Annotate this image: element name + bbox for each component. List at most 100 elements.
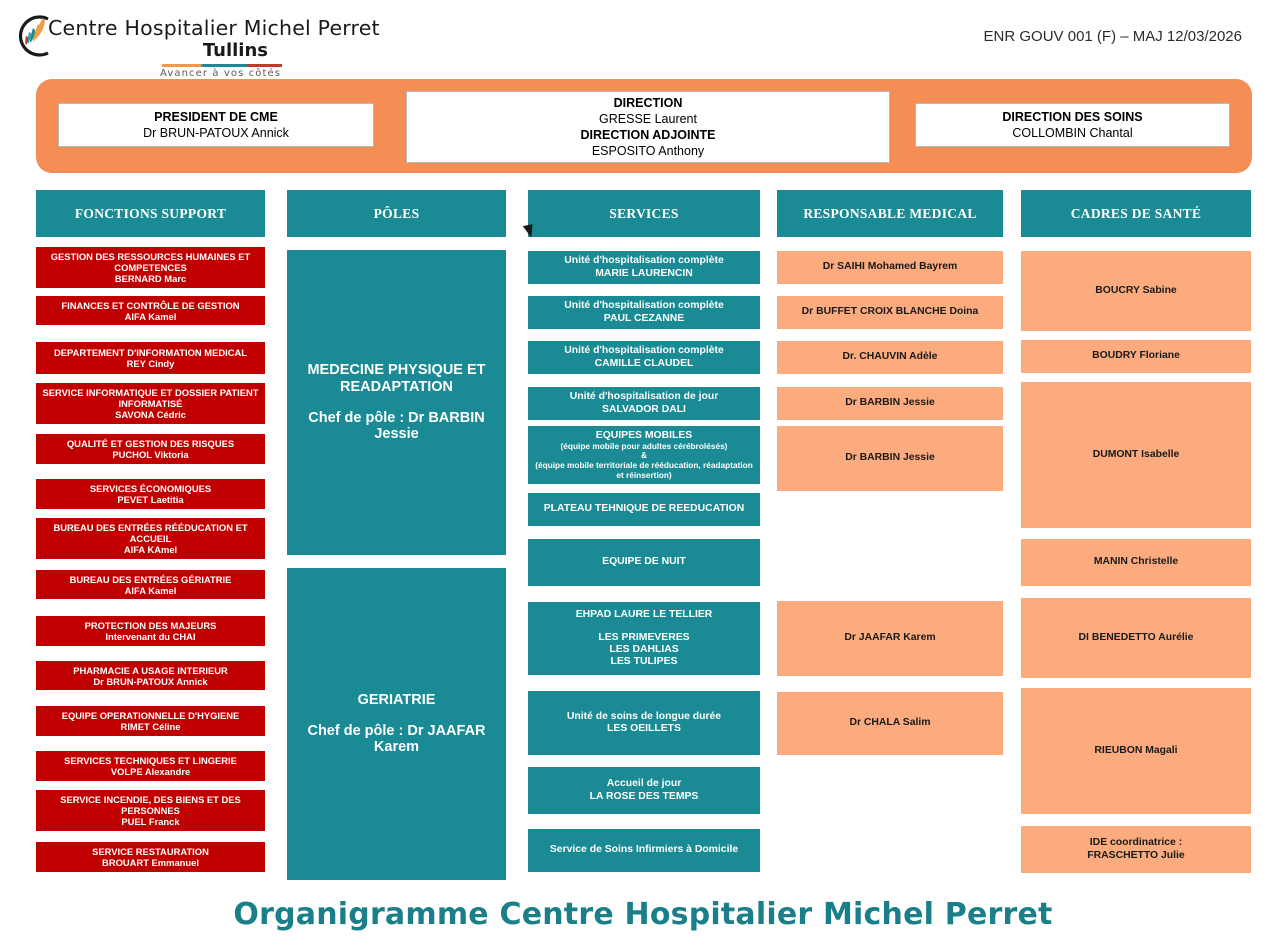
logo-flame-icon (18, 15, 49, 57)
responsable-name: Dr SAIHI Mohamed Bayrem (822, 261, 958, 273)
support-item-title: EQUIPE OPERATIONNELLE D'HYGIENE (61, 710, 240, 721)
service-line-2: CAMILLE CLAUDEL (594, 357, 694, 369)
support-item-name: AIFA Kamel (124, 584, 177, 596)
responsable-item: Dr. CHAUVIN Adèle (777, 341, 1003, 374)
cadre-name: DI BENEDETTO Aurélie (1078, 631, 1194, 643)
cadre-item: DI BENEDETTO Aurélie (1021, 598, 1251, 678)
service-line-1: EHPAD LAURE LE TELLIER (575, 608, 713, 620)
logo-tagline: Avancer à vos côtés (160, 68, 282, 79)
service-line-1: Unité de soins de longue durée (566, 710, 722, 722)
service-line-4: LES TULIPES (610, 656, 678, 668)
president-cme-box: PRESIDENT DE CME Dr BRUN-PATOUX Annick (58, 103, 374, 147)
cadre-item: RIEUBON Magali (1021, 688, 1251, 814)
responsable-item: Dr JAAFAR Karem (777, 601, 1003, 676)
cadre-name: RIEUBON Magali (1094, 744, 1178, 756)
responsable-name: Dr CHALA Salim (849, 717, 931, 729)
logo-title-line2: Tullins (202, 40, 268, 61)
poles-list: MEDECINE PHYSIQUE ET READAPTATION Chef de… (287, 245, 506, 880)
direction-name: GRESSE Laurent (599, 112, 697, 126)
support-item-name: PUCHOL Viktoria (112, 449, 189, 460)
responsable-item: Dr BARBIN Jessie (777, 426, 1003, 491)
support-item-title: SERVICE INFORMATIQUE ET DOSSIER PATIENT … (42, 387, 259, 409)
column-header-services: SERVICES (528, 190, 760, 237)
cadre-item: BOUCRY Sabine (1021, 251, 1251, 331)
column-header-fonctions-support: FONCTIONS SUPPORT (36, 190, 265, 237)
cadre-role: IDE coordinatrice : (1089, 837, 1183, 849)
support-item-title: BUREAU DES ENTRÉES GÉRIATRIE (69, 573, 232, 585)
service-detail-3: (équipe mobile territoriale de rééducati… (535, 460, 753, 480)
cadre-item: IDE coordinatrice :FRASCHETTO Julie (1021, 826, 1251, 873)
responsable-name: Dr BUFFET CROIX BLANCHE Doina (801, 306, 979, 318)
cadre-item: MANIN Christelle (1021, 539, 1251, 586)
document-reference: ENR GOUV 001 (F) – MAJ 12/03/2026 (983, 28, 1242, 45)
service-line-2: PAUL CEZANNE (603, 312, 685, 324)
responsable-name: Dr JAAFAR Karem (844, 632, 936, 644)
page-header: Centre Hospitalier Michel Perret Tullins… (0, 0, 1286, 79)
responsable-medical-list: Dr SAIHI Mohamed Bayrem Dr BUFFET CROIX B… (777, 245, 1003, 755)
service-item: EQUIPE DE NUIT (528, 539, 760, 586)
service-line-2: LES OEILLETS (607, 723, 681, 734)
cadre-name: BOUDRY Floriane (1092, 350, 1180, 362)
cadre-name: FRASCHETTO Julie (1087, 849, 1185, 861)
service-line-1: Unité d'hospitalisation complète (564, 345, 724, 357)
pole-title: GERIATRIE (357, 691, 436, 708)
support-item-title: PHARMACIE A USAGE INTERIEUR (73, 664, 228, 676)
support-item-name: VOLPE Alexandre (110, 766, 191, 777)
column-responsable-medical: RESPONSABLE MEDICAL Dr SAIHI Mohamed Bay… (777, 190, 1003, 755)
support-item-name: Dr BRUN-PATOUX Annick (93, 675, 208, 687)
column-services: SERVICES Unité d'hospitalisation complèt… (528, 190, 760, 872)
president-cme-title: PRESIDENT DE CME (154, 110, 278, 124)
column-poles: PÔLES MEDECINE PHYSIQUE ET READAPTATION C… (287, 190, 506, 880)
cadre-item: BOUDRY Floriane (1021, 340, 1251, 373)
responsable-name: Dr BARBIN Jessie (845, 452, 935, 464)
support-item-title: QUALITÉ ET GESTION DES RISQUES (66, 438, 235, 449)
support-item-title: PROTECTION DES MAJEURS (84, 620, 217, 631)
service-line-2: SALVADOR DALI (602, 403, 686, 415)
pole-title: MEDECINE PHYSIQUE ET READAPTATION (307, 361, 486, 395)
direction-soins-name: COLLOMBIN Chantal (1012, 126, 1133, 140)
logo-title-line1: Centre Hospitalier Michel Perret (48, 16, 380, 40)
support-item-name: BERNARD Marc (114, 273, 187, 284)
support-item-name: SAVONA Cédric (115, 409, 186, 420)
service-item: EQUIPES MOBILES(équipe mobile pour adult… (528, 426, 760, 484)
column-fonctions-support: FONCTIONS SUPPORT GESTION DES RESSOURCES… (36, 190, 265, 872)
responsable-item: Dr BUFFET CROIX BLANCHE Doina (777, 296, 1003, 329)
service-line-1: PLATEAU TEHNIQUE DE REEDUCATION (543, 503, 745, 515)
support-item-title: SERVICE INCENDIE, DES BIENS ET DES PERSO… (60, 794, 241, 816)
logo-divider-rule (162, 64, 282, 67)
page-title: Organigramme Centre Hospitalier Michel P… (233, 897, 1053, 932)
service-line-1: EQUIPE DE NUIT (602, 556, 686, 568)
service-detail-1: (équipe mobile pour adultes cérébrolésés… (560, 440, 728, 451)
responsable-item: Dr CHALA Salim (777, 692, 1003, 755)
pole-chief: Chef de pôle : Dr JAAFAR Karem (307, 722, 486, 756)
direction-soins-title: DIRECTION DES SOINS (1002, 110, 1143, 124)
support-item-name: REY Cindy (126, 358, 175, 369)
support-item-title: DEPARTEMENT D'INFORMATION MEDICAL (53, 347, 247, 358)
direction-box: DIRECTION GRESSE Laurent DIRECTION ADJOI… (406, 91, 890, 163)
direction-banner: PRESIDENT DE CME Dr BRUN-PATOUX Annick D… (36, 79, 1252, 173)
direction-soins-box: DIRECTION DES SOINS COLLOMBIN Chantal (915, 103, 1230, 147)
service-line-1: Unité d'hospitalisation complète (564, 255, 724, 267)
service-line-2: MARIE LAURENCIN (595, 267, 693, 279)
column-header-poles: PÔLES (287, 190, 506, 237)
hospital-logo: Centre Hospitalier Michel Perret Tullins… (14, 8, 380, 79)
cadre-item: DUMONT Isabelle (1021, 382, 1251, 528)
service-item: Service de Soins Infirmiers à Domicile (528, 829, 760, 872)
president-cme-name: Dr BRUN-PATOUX Annick (143, 126, 289, 140)
direction-title: DIRECTION (613, 96, 683, 110)
responsable-name: Dr BARBIN Jessie (845, 397, 935, 409)
service-line-1: Unité d'hospitalisation de jour (569, 391, 719, 403)
